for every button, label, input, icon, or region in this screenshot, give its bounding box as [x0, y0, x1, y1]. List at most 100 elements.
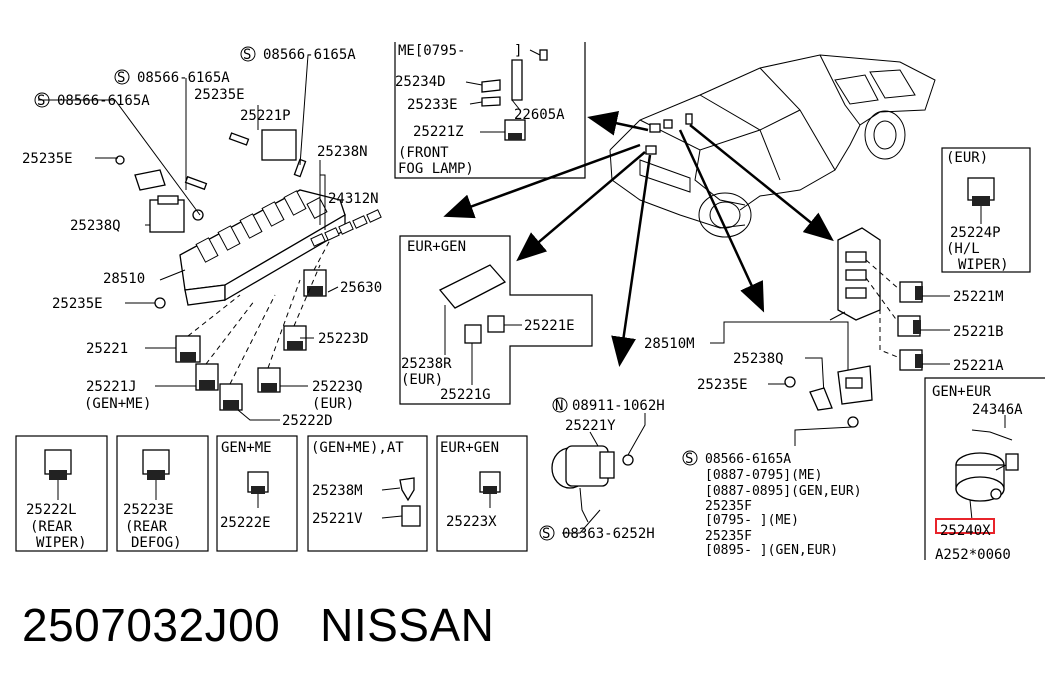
label-08566-6165A: 08566-6165A: [137, 70, 230, 86]
bottom-box-rear-wiper: 25222L (REAR WIPER): [15, 435, 108, 552]
label-hl: (H/L: [946, 241, 980, 257]
footer-caption: 2507032J00 NISSAN: [22, 598, 494, 652]
bottom-box-eur-gen: EUR+GEN 25223X: [436, 435, 528, 552]
label-08566-6165A: 08566-6165A: [705, 452, 791, 467]
label-25221B: 25221B: [953, 324, 1004, 340]
label-25630: 25630: [340, 280, 382, 296]
label-08566-6165A: 08566-6165A: [57, 93, 150, 109]
s-marker-icons: S S S N S S: [34, 46, 698, 542]
brand-name: NISSAN: [320, 599, 495, 651]
label-25238Q: 25238Q: [70, 218, 121, 234]
bottom-box-gen-me: GEN+ME 25222E: [216, 435, 298, 552]
label-gen-me: GEN+ME: [221, 440, 272, 456]
label-bracket: ]: [514, 43, 522, 59]
gen-eur-sensor-box: GEN+EUR 24346A 25240X A252*0060: [924, 377, 1045, 563]
highlight-box-25240X: [935, 518, 995, 534]
label-25221A: 25221A: [953, 358, 1004, 374]
label-range-3: [0795- ](ME): [705, 513, 799, 528]
label-25221Z: 25221Z: [413, 124, 464, 140]
label-eur: (EUR): [312, 396, 354, 412]
label-eur-gen: EUR+GEN: [407, 239, 466, 255]
label-25221P: 25221P: [240, 108, 291, 124]
label-25240X: 25240X: [940, 523, 991, 539]
label-25221Y: 25221Y: [565, 418, 616, 434]
label-front: (FRONT: [398, 145, 449, 161]
horn-assembly: 08911-1062H 25221Y 08363-6252H: [551, 398, 665, 542]
bracket-28510M: 28510M 25238Q 25235E: [644, 321, 873, 446]
label-25221G: 25221G: [440, 387, 491, 403]
svg-text:S: S: [243, 47, 251, 63]
label-08566-6165A: 08566-6165A: [263, 47, 356, 63]
label-25238N: 25238N: [317, 144, 368, 160]
label-25235E: 25235E: [697, 377, 748, 393]
part-number: 2507032J00: [22, 599, 281, 651]
label-25222E: 25222E: [220, 515, 271, 531]
label-24346A: 24346A: [972, 402, 1023, 418]
svg-text:S: S: [117, 70, 125, 86]
eur-hl-wiper-box: (EUR) 25224P (H/L WIPER): [941, 147, 1031, 273]
label-25223X: 25223X: [446, 514, 497, 530]
label-defog: DEFOG): [131, 535, 182, 551]
label-08911-1062H: 08911-1062H: [572, 398, 665, 414]
label-wiper: WIPER): [958, 257, 1009, 273]
label-eur: (EUR): [401, 372, 443, 388]
label-25221M: 25221M: [953, 289, 1004, 305]
label-me-range: ME[0795-: [398, 43, 465, 59]
relay-block-assembly: [38, 54, 382, 421]
date-range-notes: 08566-6165A [0887-0795](ME) [0887-0895](…: [705, 452, 862, 558]
label-gen-me-at: (GEN+ME),AT: [311, 440, 404, 456]
eur-gen-box: EUR+GEN 25221E 25238R (EUR) 25221G: [399, 235, 593, 405]
label-25235E: 25235E: [52, 296, 103, 312]
label-08363-6252H: 08363-6252H: [562, 526, 655, 542]
label-25221J: 25221J: [86, 379, 137, 395]
label-25235F: 25235F: [705, 529, 752, 544]
label-25235E: 25235E: [194, 87, 245, 103]
label-wiper: WIPER): [36, 535, 87, 551]
label-25221: 25221: [86, 341, 128, 357]
label-25221E: 25221E: [524, 318, 575, 334]
label-25224P: 25224P: [950, 225, 1001, 241]
label-22605A: 22605A: [514, 107, 565, 123]
fog-lamp-box: ME[0795- ] 25234D 25233E 22605A 25221Z (…: [394, 42, 586, 179]
bottom-box-gen-me-at: (GEN+ME),AT 25238M 25221V: [307, 435, 428, 552]
label-eur: (EUR): [946, 150, 988, 166]
svg-text:S: S: [542, 526, 550, 542]
label-25223E: 25223E: [123, 502, 174, 518]
callout-arrows: [443, 111, 834, 367]
label-24312N: 24312N: [328, 191, 379, 207]
label-rear: (REAR: [125, 519, 168, 535]
label-28510: 28510: [103, 271, 145, 287]
relay-25221P: [261, 129, 297, 161]
label-eur-gen: EUR+GEN: [440, 440, 499, 456]
label-gen-eur: GEN+EUR: [932, 384, 992, 400]
label-25238Q: 25238Q: [733, 351, 784, 367]
label-25238M: 25238M: [312, 483, 363, 499]
label-25238R: 25238R: [401, 356, 452, 372]
relay-bracket-right: 25221M 25221B 25221A: [829, 227, 1004, 374]
label-25222D: 25222D: [282, 413, 333, 429]
label-range-2: [0887-0895](GEN,EUR): [705, 484, 862, 499]
label-rear: (REAR: [30, 519, 73, 535]
s-circle-icon: S: [37, 93, 45, 109]
label-25235F: 25235F: [705, 499, 752, 514]
bottom-box-rear-defog: 25223E (REAR DEFOG): [116, 435, 209, 552]
label-range-1: [0887-0795](ME): [705, 468, 822, 483]
label-25221V: 25221V: [312, 511, 363, 527]
svg-text:N: N: [555, 398, 563, 414]
label-28510M: 28510M: [644, 336, 695, 352]
truck-illustration: [609, 54, 936, 238]
label-25223Q: 25223Q: [312, 379, 363, 395]
label-25235E: 25235E: [22, 151, 73, 167]
label-25223D: 25223D: [318, 331, 369, 347]
relay-25238Q: [149, 199, 185, 233]
label-25233E: 25233E: [407, 97, 458, 113]
label-fog-lamp: FOG LAMP): [398, 161, 474, 177]
label-gen-me: (GEN+ME): [84, 396, 151, 412]
fuse-strip-24312N: [310, 209, 382, 247]
label-diagram-code: A252*0060: [935, 547, 1011, 563]
label-25222L: 25222L: [26, 502, 77, 518]
label-range-4: [0895- ](GEN,EUR): [705, 543, 838, 558]
label-25234D: 25234D: [395, 74, 446, 90]
svg-text:S: S: [685, 451, 693, 467]
